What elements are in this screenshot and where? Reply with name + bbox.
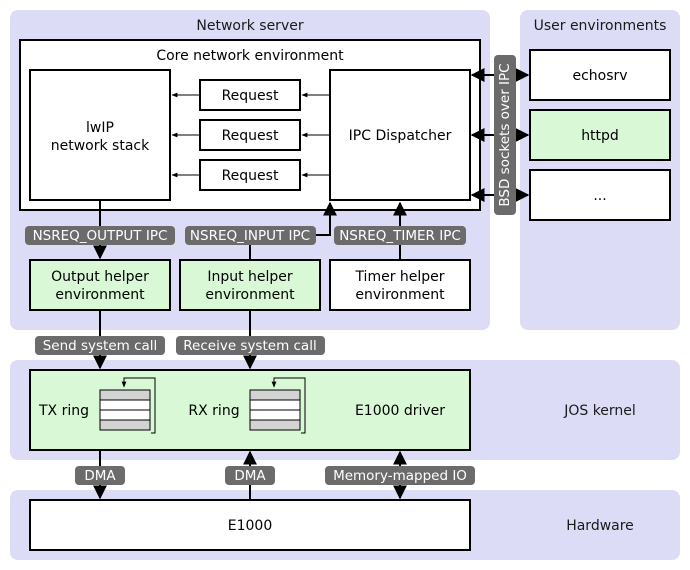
lwip-label: lwIP — [86, 120, 114, 136]
user-env-label: httpd — [581, 128, 619, 144]
dma-tx-label: DMA — [84, 468, 116, 484]
tx-ring-label: TX ring — [38, 403, 89, 419]
output-ipc-label: NSREQ_OUTPUT IPC — [33, 228, 168, 244]
mmio-label: Memory-mapped IO — [333, 468, 467, 484]
bsd-sockets-label: BSD sockets over IPC — [497, 63, 513, 206]
mmio-tag: Memory-mapped IO — [325, 466, 475, 485]
e1000-device — [29, 499, 471, 551]
user-env-label: ... — [593, 188, 606, 204]
timer-helper-sublabel: environment — [355, 287, 445, 303]
timer-helper-environment — [329, 259, 471, 311]
e1000-device-label: E1000 — [228, 518, 272, 534]
request-label: Request — [222, 88, 279, 104]
dma-rx-label: DMA — [234, 468, 266, 484]
rx-ring-label: RX ring — [188, 403, 239, 419]
request-box — [199, 159, 301, 191]
input-helper-label: Input helper — [207, 269, 293, 285]
output-ipc-tag: NSREQ_OUTPUT IPC — [25, 226, 175, 245]
ipc-dispatcher — [329, 69, 471, 201]
input-ipc-tag: NSREQ_INPUT IPC — [185, 226, 316, 245]
output-helper-sublabel: environment — [55, 287, 145, 303]
request-label: Request — [222, 168, 279, 184]
user-env-label: echosrv — [572, 68, 627, 84]
send-call-label: Send system call — [43, 338, 158, 354]
dma-rx-tag: DMA — [225, 466, 275, 485]
request-label: Request — [222, 128, 279, 144]
network-stack-label: network stack — [51, 138, 150, 154]
user-environments-title: User environments — [534, 18, 667, 34]
jos-kernel-title: JOS kernel — [563, 403, 636, 419]
receive-call-label: Receive system call — [183, 338, 316, 354]
input-ipc-label: NSREQ_INPUT IPC — [190, 228, 310, 244]
user-env-echosrv — [529, 49, 671, 101]
lwip-network-stack — [29, 69, 171, 201]
hardware-title: Hardware — [566, 518, 634, 534]
send-call-tag: Send system call — [35, 336, 165, 355]
network-server-title: Network server — [196, 18, 303, 34]
rx-ring — [249, 377, 306, 434]
receive-call-tag: Receive system call — [176, 336, 325, 355]
timer-ipc-label: NSREQ_TIMER IPC — [339, 228, 461, 244]
user-env-more — [529, 169, 671, 221]
request-box — [199, 79, 301, 111]
e1000-driver-label: E1000 driver — [355, 403, 445, 419]
core-network-title: Core network environment — [156, 48, 344, 64]
ipc-dispatcher-label: IPC Dispatcher — [349, 128, 452, 144]
timer-helper-label: Timer helper — [354, 269, 444, 285]
bsd-sockets-tag: BSD sockets over IPC — [494, 55, 516, 215]
timer-ipc-tag: NSREQ_TIMER IPC — [334, 226, 466, 245]
output-helper-label: Output helper — [51, 269, 149, 285]
output-helper-environment — [29, 259, 171, 311]
dma-tx-tag: DMA — [75, 466, 125, 485]
tx-ring — [99, 377, 156, 434]
input-helper-sublabel: environment — [205, 287, 295, 303]
user-env-httpd — [529, 109, 671, 161]
